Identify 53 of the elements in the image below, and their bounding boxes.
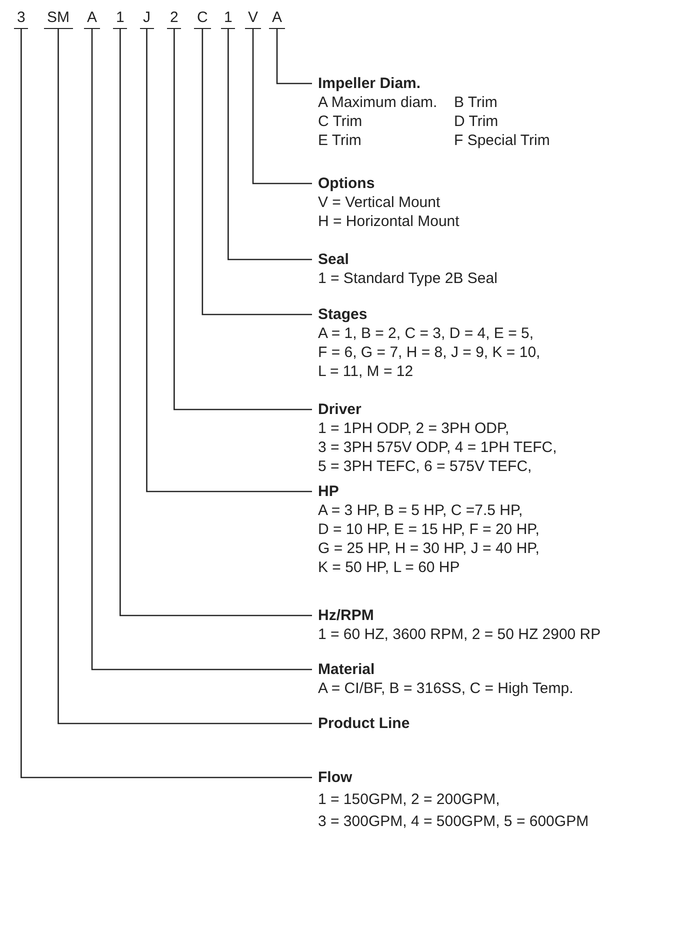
code-character: V (245, 8, 262, 29)
section-heading: HP (318, 482, 340, 501)
code-description: 1 = 150GPM, 2 = 200GPM, (318, 790, 501, 809)
code-description: 1 = 1PH ODP, 2 = 3PH ODP, (318, 419, 510, 438)
code-description: K = 50 HP, L = 60 HP (318, 558, 461, 577)
section-heading: Impeller Diam. (318, 74, 422, 93)
section-heading: Material (318, 660, 376, 679)
code-character: 1 (113, 8, 128, 29)
leader-line (146, 29, 312, 492)
code-character: SM (44, 8, 72, 29)
code-description: L = 11, M = 12 (318, 362, 414, 381)
code-character: 3 (14, 8, 28, 29)
section-heading: Flow (318, 768, 354, 787)
code-description: H = Horizontal Mount (318, 212, 460, 231)
code-description: 5 = 3PH TEFC, 6 = 575V TEFC, (318, 457, 533, 476)
code-character: A (269, 8, 286, 29)
code-character: C (194, 8, 211, 29)
code-character: 1 (221, 8, 236, 29)
code-description: D Trim (454, 112, 500, 131)
code-description: B Trim (454, 93, 498, 112)
code-character: A (84, 8, 100, 29)
leader-line (252, 29, 312, 184)
code-character: 2 (167, 8, 182, 29)
leader-line (91, 29, 312, 670)
code-description: A = 3 HP, B = 5 HP, C =7.5 HP, (318, 501, 524, 520)
section-heading: Options (318, 174, 376, 193)
code-description: 1 = Standard Type 2B Seal (318, 269, 498, 288)
code-description: V = Vertical Mount (318, 193, 442, 212)
leader-line (58, 29, 312, 724)
code-description: 3 = 300GPM, 4 = 500GPM, 5 = 600GPM (318, 812, 589, 831)
section-heading: Driver (318, 400, 362, 419)
section-heading: Hz/RPM (318, 606, 375, 625)
leader-line (276, 29, 312, 84)
code-description: G = 25 HP, H = 30 HP, J = 40 HP, (318, 539, 540, 558)
leader-line (202, 29, 312, 316)
code-description: A = 1, B = 2, C = 3, D = 4, E = 5, (318, 324, 535, 343)
code-description: A Maximum diam. (318, 93, 438, 112)
code-description: D = 10 HP, E = 15 HP, F = 20 HP, (318, 520, 540, 539)
code-description: E Trim (318, 131, 362, 150)
section-heading: Product Line (318, 714, 410, 733)
code-description: 1 = 60 HZ, 3600 RPM, 2 = 50 HZ 2900 RP (318, 625, 601, 644)
section-heading: Stages (318, 305, 368, 324)
code-description: 3 = 3PH 575V ODP, 4 = 1PH TEFC, (318, 438, 557, 457)
leader-line (120, 29, 312, 616)
code-description: C Trim (318, 112, 364, 131)
section-heading: Seal (318, 250, 350, 269)
leader-line (174, 29, 312, 410)
leader-line (20, 29, 312, 778)
code-description: A = CI/BF, B = 316SS, C = High Temp. (318, 679, 574, 698)
code-character: J (140, 8, 154, 29)
leader-line (228, 29, 312, 260)
code-description: F = 6, G = 7, H = 8, J = 9, K = 10, (318, 343, 540, 362)
code-description: F Special Trim (454, 131, 550, 150)
